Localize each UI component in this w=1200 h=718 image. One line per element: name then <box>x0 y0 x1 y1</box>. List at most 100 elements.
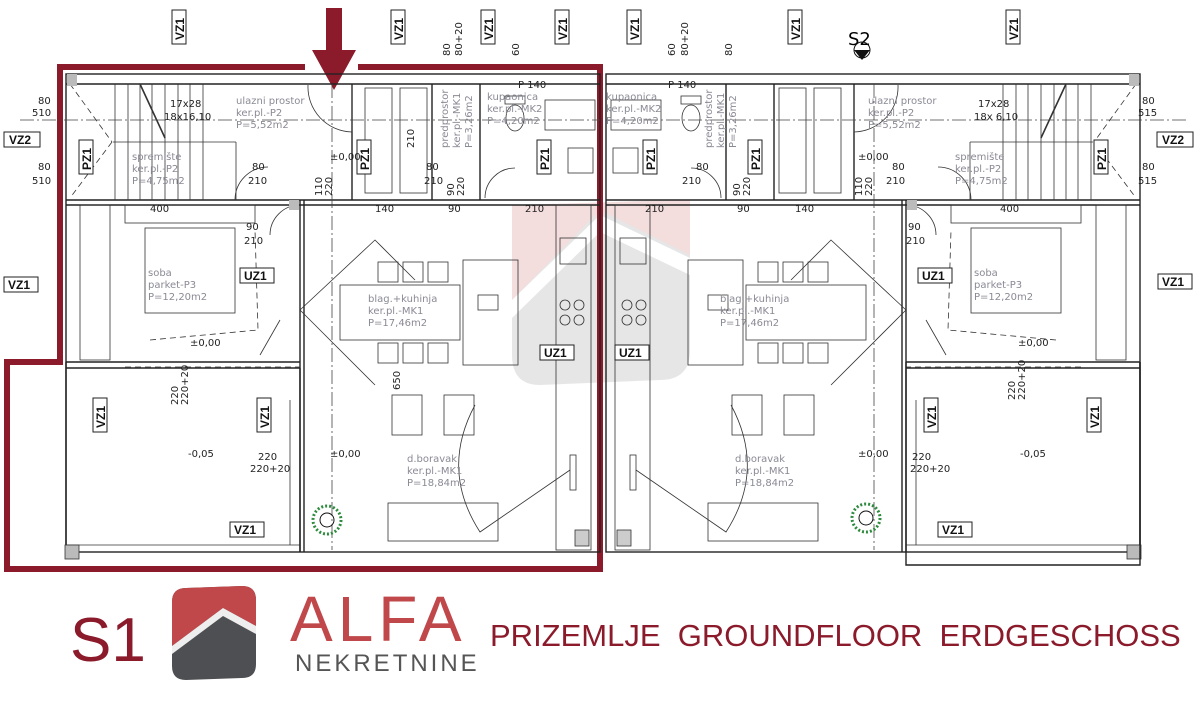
tag-vz1: VZ1 <box>1005 9 1021 45</box>
svg-text:510: 510 <box>32 176 51 187</box>
section-marker-s2: S2 <box>848 29 871 60</box>
tag-vz1: VZ1 <box>626 9 642 45</box>
svg-text:110: 110 <box>854 177 865 196</box>
svg-text:UZ1: UZ1 <box>922 269 945 283</box>
svg-text:UZ1: UZ1 <box>544 346 567 360</box>
svg-text:515: 515 <box>1138 176 1157 187</box>
svg-text:90: 90 <box>446 183 457 196</box>
tag-vz1: VZ1 <box>480 9 496 45</box>
svg-text:ker.pl.-MK1: ker.pl.-MK1 <box>735 466 790 477</box>
svg-text:ker.pl.-MK1: ker.pl.-MK1 <box>368 306 423 317</box>
svg-text:ker.pl.-MK2: ker.pl.-MK2 <box>487 104 542 115</box>
svg-text:VZ1: VZ1 <box>925 406 939 428</box>
svg-text:VZ2: VZ2 <box>1162 133 1184 147</box>
brand-subtitle: NEKRETNINE <box>295 650 480 677</box>
svg-text:PZ1: PZ1 <box>358 148 372 170</box>
svg-text:210: 210 <box>424 176 443 187</box>
svg-text:ker.pl.-P2: ker.pl.-P2 <box>132 164 178 175</box>
svg-text:ker.pl.-MK1: ker.pl.-MK1 <box>716 93 727 148</box>
svg-text:predprostor: predprostor <box>440 89 451 148</box>
svg-text:17x28: 17x28 <box>978 99 1009 110</box>
svg-text:PZ1: PZ1 <box>749 148 763 170</box>
svg-text:ulazni prostor: ulazni prostor <box>868 96 937 107</box>
tag-pz1: PZ1 <box>747 139 763 175</box>
svg-text:90: 90 <box>246 222 259 233</box>
svg-text:VZ1: VZ1 <box>628 18 642 40</box>
svg-text:kupaonica: kupaonica <box>606 92 657 103</box>
tag-vz1: VZ1 <box>229 521 265 538</box>
svg-text:17x28: 17x28 <box>170 99 201 110</box>
svg-text:P 140: P 140 <box>668 80 696 91</box>
svg-text:220: 220 <box>742 177 753 196</box>
svg-text:VZ1: VZ1 <box>482 18 496 40</box>
svg-text:80+20: 80+20 <box>680 22 691 56</box>
svg-text:parket-P3: parket-P3 <box>148 280 196 291</box>
brand-logo-icon <box>172 586 256 680</box>
tag-vz1: VZ1 <box>171 9 187 45</box>
tag-uz1: UZ1 <box>614 344 650 361</box>
svg-text:140: 140 <box>375 204 394 215</box>
svg-text:±0,00: ±0,00 <box>858 152 889 163</box>
svg-text:400: 400 <box>1000 204 1019 215</box>
svg-text:VZ1: VZ1 <box>789 18 803 40</box>
tag-uz1: UZ1 <box>539 344 575 361</box>
svg-text:VZ1: VZ1 <box>94 406 108 428</box>
svg-text:220+20: 220+20 <box>180 365 191 405</box>
svg-text:80: 80 <box>252 162 265 173</box>
svg-text:80: 80 <box>1142 162 1155 173</box>
svg-text:210: 210 <box>886 176 905 187</box>
svg-text:ker.pl.-P2: ker.pl.-P2 <box>955 164 1001 175</box>
svg-text:blag.+kuhinja: blag.+kuhinja <box>368 294 437 305</box>
svg-text:PZ1: PZ1 <box>80 148 94 170</box>
svg-text:140: 140 <box>795 204 814 215</box>
svg-text:-0,05: -0,05 <box>1020 449 1046 460</box>
svg-text:VZ1: VZ1 <box>234 523 256 537</box>
svg-text:ker.pl.-MK1: ker.pl.-MK1 <box>452 93 463 148</box>
svg-text:210: 210 <box>525 204 544 215</box>
svg-text:predprostor: predprostor <box>704 89 715 148</box>
brand-name: ALFA <box>290 583 467 655</box>
section-label: S1 <box>70 606 146 675</box>
svg-text:VZ1: VZ1 <box>556 18 570 40</box>
svg-text:P=12,20m2: P=12,20m2 <box>974 292 1033 303</box>
svg-text:210: 210 <box>906 236 925 247</box>
svg-text:P=18,84m2: P=18,84m2 <box>407 478 466 489</box>
svg-text:220: 220 <box>864 177 875 196</box>
svg-text:80: 80 <box>1142 96 1155 107</box>
svg-text:510: 510 <box>32 108 51 119</box>
svg-text:PZ1: PZ1 <box>1095 148 1109 170</box>
svg-text:80+20: 80+20 <box>454 22 465 56</box>
svg-text:220: 220 <box>324 177 335 196</box>
svg-text:±0,00: ±0,00 <box>858 449 889 460</box>
svg-text:90: 90 <box>732 183 743 196</box>
svg-text:P=12,20m2: P=12,20m2 <box>148 292 207 303</box>
svg-text:P=4,20m2: P=4,20m2 <box>487 116 540 127</box>
svg-text:90: 90 <box>908 222 921 233</box>
svg-text:220+20: 220+20 <box>910 464 950 475</box>
svg-text:210: 210 <box>645 204 664 215</box>
svg-text:±0,00: ±0,00 <box>330 449 361 460</box>
svg-text:110: 110 <box>314 177 325 196</box>
svg-text:ker.pl.-P2: ker.pl.-P2 <box>236 108 282 119</box>
svg-text:±0,00: ±0,00 <box>330 152 361 163</box>
entrance-arrow-icon <box>312 8 356 90</box>
svg-text:80: 80 <box>442 43 453 56</box>
tag-vz2: VZ2 <box>3 131 41 148</box>
tag-vz1: VZ1 <box>1086 397 1102 433</box>
tag-pz1: PZ1 <box>356 139 372 175</box>
svg-text:blag.+kuhinja: blag.+kuhinja <box>720 294 789 305</box>
svg-text:220: 220 <box>170 386 181 405</box>
svg-text:18x 6,10: 18x 6,10 <box>974 112 1018 123</box>
svg-text:soba: soba <box>148 268 172 279</box>
svg-text:kupaonica: kupaonica <box>487 92 538 103</box>
svg-text:VZ1: VZ1 <box>1162 275 1184 289</box>
svg-text:80: 80 <box>426 162 439 173</box>
svg-text:VZ1: VZ1 <box>942 523 964 537</box>
svg-text:18x16,10: 18x16,10 <box>164 112 211 123</box>
svg-text:90: 90 <box>737 204 750 215</box>
svg-text:220: 220 <box>456 177 467 196</box>
svg-text:VZ1: VZ1 <box>8 278 30 292</box>
svg-text:220: 220 <box>912 452 931 463</box>
svg-text:80: 80 <box>724 43 735 56</box>
